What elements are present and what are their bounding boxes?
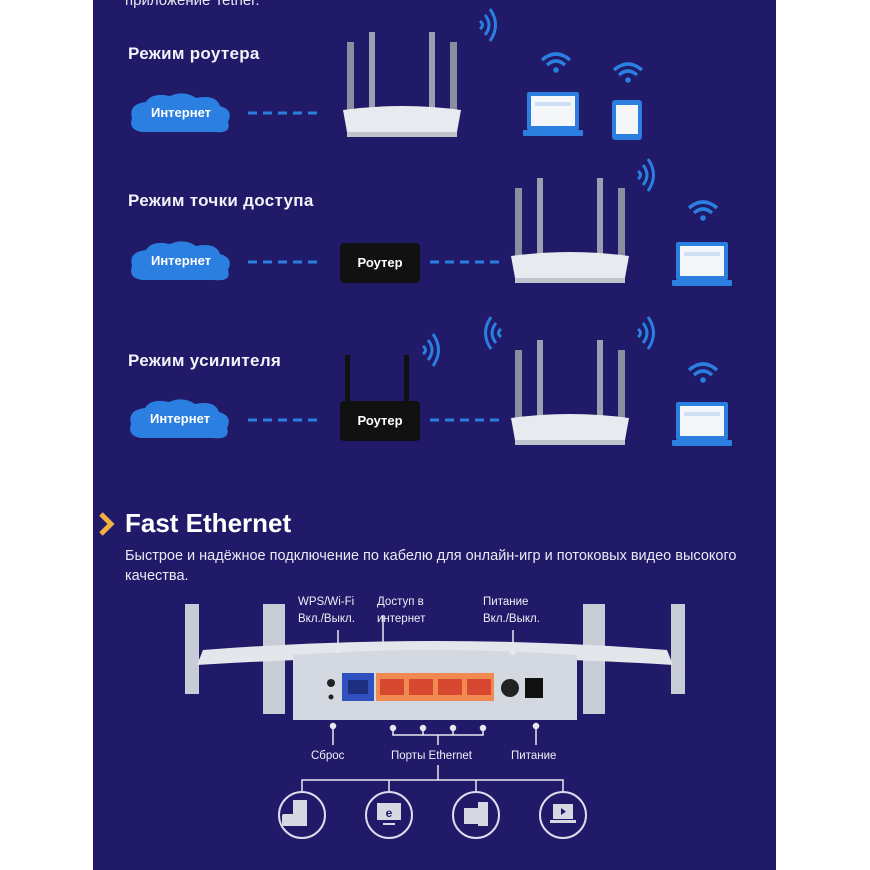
- wifi-icon: [540, 52, 572, 75]
- diagram-graphics: e: [99, 7, 732, 839]
- router-box: Роутер: [340, 243, 420, 283]
- callout-lines: [301, 615, 564, 792]
- cloud-label: Интернет: [150, 105, 211, 120]
- wifi-waves-icon: [478, 7, 497, 43]
- wifi-waves-icon: [636, 315, 655, 351]
- internet-cloud: Интернет: [128, 92, 234, 136]
- laptop-icon: [523, 92, 583, 136]
- black-router-antennas: [345, 355, 409, 403]
- section-title: Fast Ethernet: [125, 508, 292, 538]
- wifi-icon: [687, 200, 719, 223]
- cloud-label: Интернет: [149, 411, 210, 426]
- wan-label-2: интернет: [377, 613, 426, 625]
- laptop-icon: [672, 242, 732, 286]
- mode-title-extender: Режим усилителя: [128, 351, 282, 370]
- svg-text:e: e: [386, 806, 393, 820]
- router-image: [343, 32, 461, 137]
- internet-cloud: Интернет: [127, 398, 233, 442]
- wifi-waves-icon: [421, 332, 440, 368]
- video-streaming-laptop-icon: [539, 791, 587, 839]
- router-box: Роутер: [340, 401, 420, 441]
- router-image: [511, 340, 629, 445]
- reset-label: Сброс: [311, 750, 345, 762]
- router-image: [511, 178, 629, 283]
- product-panel: приложение Tether.: [93, 0, 776, 870]
- mode-title-access-point: Режим точки доступа: [128, 191, 314, 210]
- top-text: приложение Tether.: [125, 0, 260, 9]
- gaming-pc-icon: [278, 791, 326, 839]
- tablet-icon: [612, 100, 642, 140]
- mode-title-router: Режим роутера: [128, 44, 260, 63]
- wifi-waves-icon: [484, 315, 503, 351]
- section-description: Быстрое и надёжное подключение по кабелю…: [125, 548, 737, 584]
- power-switch-label: Питание: [483, 596, 529, 608]
- power-label: Питание: [511, 750, 557, 762]
- wps-label-2: Вкл./Выкл.: [298, 613, 355, 625]
- router-back-image: [185, 604, 685, 720]
- internet-cloud: Интернет: [128, 240, 234, 284]
- cloud-label: Интернет: [150, 253, 211, 268]
- internet-tv-icon: [365, 791, 413, 839]
- wps-label: WPS/Wi-Fi: [298, 596, 355, 608]
- wifi-waves-icon: [636, 157, 655, 193]
- wifi-icon: [612, 62, 644, 85]
- wifi-icon: [687, 362, 719, 385]
- ethernet-ports-label: Порты Ethernet: [391, 750, 473, 762]
- desktop-computer-icon: [452, 791, 500, 839]
- power-switch-label-2: Вкл./Выкл.: [483, 613, 540, 625]
- wan-label: Доступ в: [377, 596, 424, 608]
- chevron-right-icon: [99, 512, 115, 536]
- laptop-icon: [672, 402, 732, 446]
